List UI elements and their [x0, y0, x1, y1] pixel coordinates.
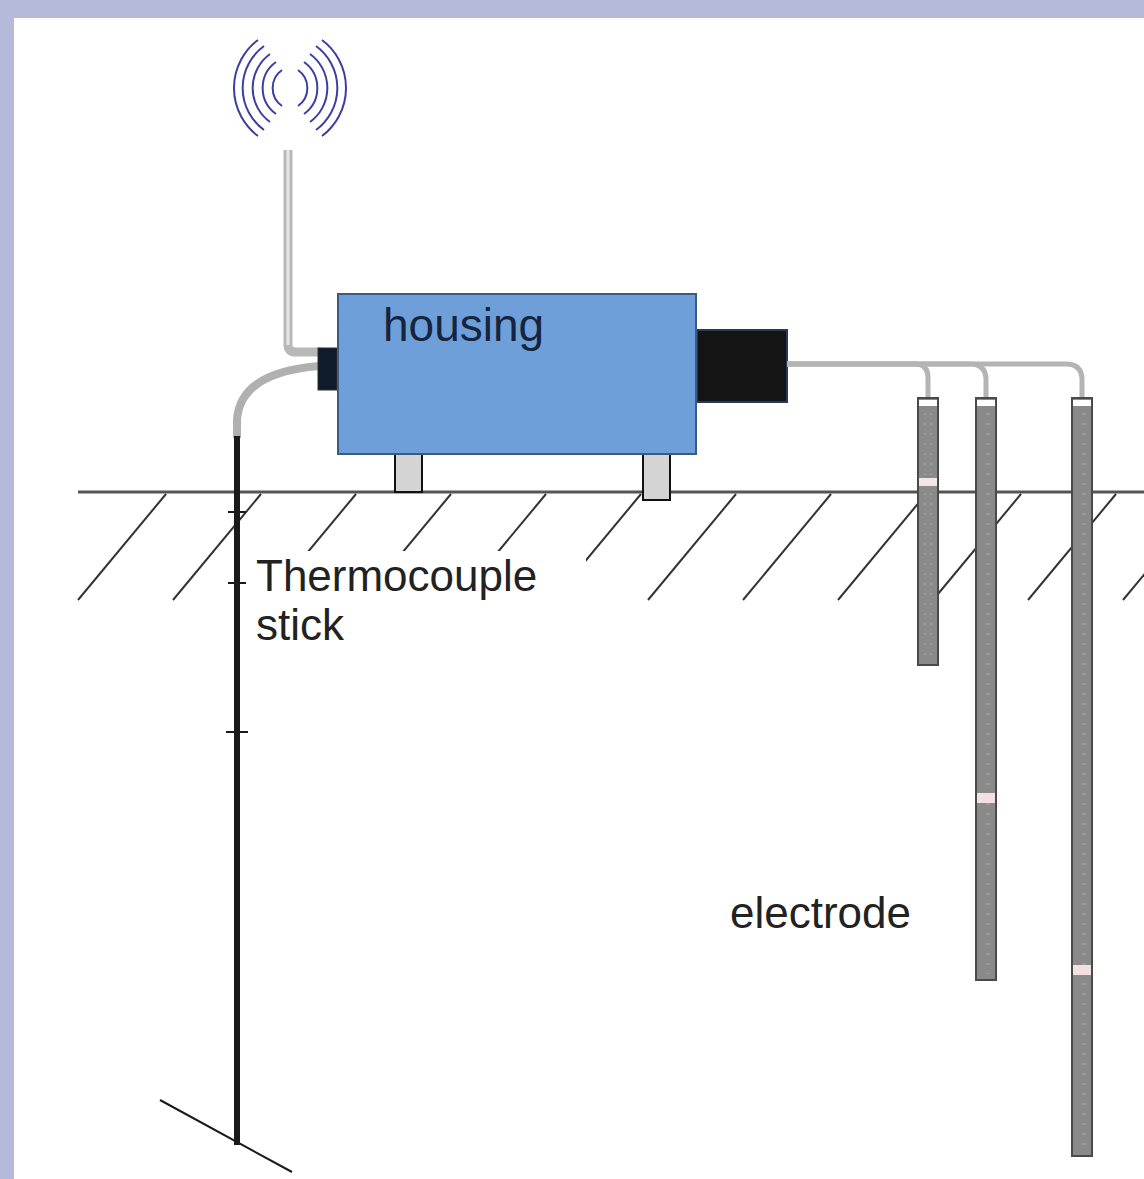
part-name: housing: [383, 299, 675, 352]
antenna: [288, 150, 322, 352]
radio-waves: [234, 40, 346, 136]
housing-box: housing: [337, 293, 697, 455]
part-label: electrode: [730, 888, 911, 937]
right-connector: [697, 330, 787, 402]
thermocouple-stick: [234, 436, 240, 1145]
part-label: Thermocouple stick: [256, 551, 586, 650]
housing-foot: [643, 448, 670, 500]
left-connector: [318, 348, 337, 390]
electrode: [918, 398, 938, 665]
electrode-cables: [787, 364, 1082, 398]
electrode: [976, 398, 996, 980]
thermocouple-cable: [237, 366, 320, 438]
electrode: [1072, 398, 1092, 1156]
